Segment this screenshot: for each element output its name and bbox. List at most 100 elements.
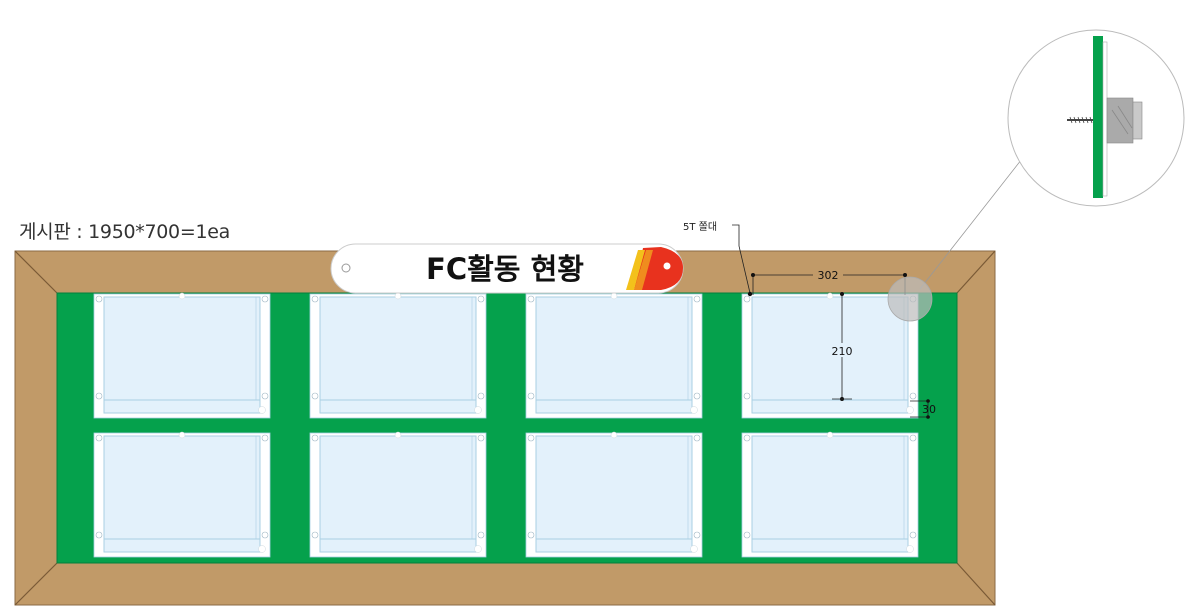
- pocket-screw-hole: [477, 295, 485, 303]
- standoff-label: 5T 쫄대: [683, 221, 717, 233]
- acrylic-pocket: [525, 292, 703, 419]
- screw-icon: [1067, 116, 1093, 124]
- acrylic-pocket: [309, 431, 487, 558]
- sign-logo-icon: [626, 247, 683, 290]
- title-sign: FC활동 현황: [330, 243, 684, 294]
- pocket-screw-hole: [311, 531, 319, 539]
- pocket-top-notch: [178, 292, 186, 300]
- pocket-corner-notch: [474, 545, 482, 553]
- pocket-corner-notch: [474, 406, 482, 414]
- logo-orange-stripe: [634, 250, 653, 290]
- pocket-screw-hole: [909, 392, 917, 400]
- pocket-screw-hole: [95, 392, 103, 400]
- pocket-top-notch: [610, 292, 618, 300]
- pocket-screw-hole: [261, 531, 269, 539]
- pocket-screw-hole: [693, 531, 701, 539]
- pocket-top-notch: [826, 292, 834, 300]
- sign-plate: [330, 243, 684, 294]
- pocket-screw-hole: [743, 434, 751, 442]
- pocket-screw-hole: [909, 531, 917, 539]
- dim-width-dot-left: [751, 273, 755, 277]
- dim-gap-dot-top: [926, 399, 930, 403]
- mount-detail-magnifier: [887, 29, 1185, 322]
- frame-miter-br: [956, 562, 996, 606]
- acrylic-pocket: [741, 431, 919, 558]
- dim-height-dot-top: [840, 292, 844, 296]
- pocket-window: [103, 435, 261, 553]
- bolt-hatch-2: [1117, 105, 1133, 129]
- pocket-window: [535, 435, 693, 553]
- pocket-window: [751, 435, 909, 553]
- pocket-corner-notch: [690, 545, 698, 553]
- pocket-screw-hole: [743, 295, 751, 303]
- pocket-top-notch: [394, 292, 402, 300]
- acrylic-pocket-grid: [93, 292, 919, 558]
- pocket-top-notch: [394, 431, 402, 439]
- sign-title: FC활동 현황: [426, 252, 584, 286]
- acrylic-pocket: [93, 292, 271, 419]
- pocket-corner-notch: [906, 406, 914, 414]
- dim-width-label: 302: [818, 269, 839, 282]
- dim-width-dot-right: [903, 273, 907, 277]
- dim-width-label-bg: [813, 268, 843, 281]
- pocket-screw-hole: [477, 392, 485, 400]
- dim-height-label: 210: [832, 345, 853, 358]
- frame-miter-tl: [14, 250, 58, 294]
- pocket-screw-hole: [261, 295, 269, 303]
- pocket-screw-hole: [909, 434, 917, 442]
- pocket-screw-hole: [527, 434, 535, 442]
- pocket-screw-hole: [311, 392, 319, 400]
- pocket-window: [319, 296, 477, 414]
- pocket-screw-hole: [527, 295, 535, 303]
- pocket-screw-hole: [311, 295, 319, 303]
- acrylic-pocket: [525, 431, 703, 558]
- magnifier-source-circle: [887, 276, 933, 322]
- pocket-screw-hole: [95, 295, 103, 303]
- pocket-screw-hole: [477, 531, 485, 539]
- pocket-screw-hole: [311, 434, 319, 442]
- pocket-screw-hole: [693, 392, 701, 400]
- sign-screw-hole-left: [341, 263, 351, 273]
- standoff-callout: 5T 쫄대: [683, 221, 753, 297]
- pocket-screw-hole: [261, 392, 269, 400]
- pocket-screw-hole: [527, 531, 535, 539]
- pocket-corner-notch: [906, 545, 914, 553]
- pocket-screw-hole: [743, 531, 751, 539]
- frame-miter-bl: [14, 562, 58, 606]
- pocket-screw-hole: [527, 392, 535, 400]
- acrylic-pocket: [93, 431, 271, 558]
- pocket-corner-notch: [258, 406, 266, 414]
- standoff-leader-dot: [747, 291, 753, 297]
- bolt-cap: [1132, 101, 1143, 140]
- pocket-screw-hole: [261, 434, 269, 442]
- bolt-body: [1106, 97, 1134, 144]
- pocket-screw-hole: [693, 295, 701, 303]
- pocket-top-notch: [178, 431, 186, 439]
- bolt-hatch-1: [1111, 109, 1129, 135]
- logo-yellow-stripe: [626, 250, 645, 290]
- pocket-window: [535, 296, 693, 414]
- logo-screw-hole: [663, 262, 671, 270]
- pocket-screw-hole: [95, 434, 103, 442]
- dim-gap-label: 30: [922, 403, 936, 416]
- board-spec-caption: 게시판 : 1950*700=1ea: [19, 221, 230, 243]
- screw-thread: [1069, 116, 1093, 124]
- pocket-top-notch: [826, 431, 834, 439]
- dim-height-label-bg: [829, 343, 856, 357]
- pocket-screw-hole: [477, 434, 485, 442]
- frame-miter-tr: [956, 250, 996, 294]
- pocket-window: [319, 435, 477, 553]
- pocket-screw-hole: [693, 434, 701, 442]
- magnifier-leader-line: [919, 140, 1037, 290]
- pocket-corner-notch: [258, 545, 266, 553]
- standoff-bolt-icon: [1106, 97, 1143, 144]
- acrylic-pocket: [309, 292, 487, 419]
- pocket-corner-notch: [690, 406, 698, 414]
- detail-board-section: [1093, 36, 1103, 198]
- pocket-window: [103, 296, 261, 414]
- detail-acrylic-section: [1102, 41, 1108, 197]
- pocket-screw-hole: [743, 392, 751, 400]
- dim-gap-dot-bottom: [926, 415, 930, 419]
- pocket-screw-hole: [95, 531, 103, 539]
